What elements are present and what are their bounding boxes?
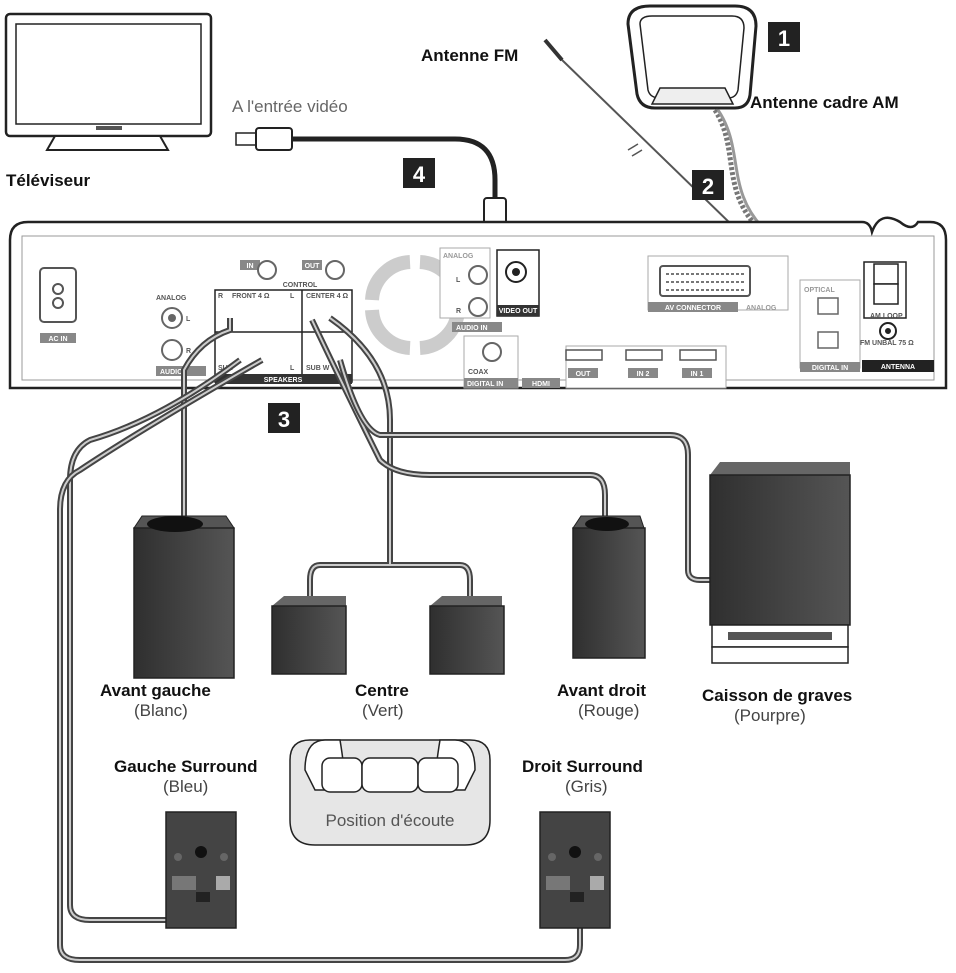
subwoofer-color: (Pourpre) <box>734 706 806 725</box>
center-color: (Vert) <box>362 701 404 720</box>
svg-text:L: L <box>186 316 191 323</box>
surround-right-speaker <box>539 811 611 929</box>
listening-position-label: Position d'écoute <box>326 811 455 830</box>
svg-text:COAX: COAX <box>468 369 489 376</box>
step-badge-1: 1 <box>768 22 800 52</box>
surround-right-color: (Gris) <box>565 777 607 796</box>
svg-text:R: R <box>218 293 223 300</box>
television <box>4 12 213 151</box>
svg-text:IN: IN <box>247 263 254 270</box>
subwoofer <box>709 462 851 664</box>
step-badge-2: 2 <box>692 170 724 200</box>
svg-text:CONTROL: CONTROL <box>283 282 318 289</box>
surround-left-label: Gauche Surround <box>114 757 258 776</box>
front-left-label: Avant gauche <box>100 681 211 700</box>
svg-text:FRONT 4 Ω: FRONT 4 Ω <box>232 293 270 300</box>
svg-text:IN 1: IN 1 <box>691 371 704 378</box>
svg-text:AV CONNECTOR: AV CONNECTOR <box>665 305 721 312</box>
front-left-color: (Blanc) <box>134 701 188 720</box>
svg-text:OPTICAL: OPTICAL <box>804 287 835 294</box>
front-right-color: (Rouge) <box>578 701 639 720</box>
svg-text:ANTENNA: ANTENNA <box>881 364 915 371</box>
svg-text:HDMI: HDMI <box>532 381 550 388</box>
svg-text:SUB W: SUB W <box>306 365 330 372</box>
svg-text:AM LOOP: AM LOOP <box>870 313 903 320</box>
front-left-speaker <box>133 515 235 679</box>
surround-left-color: (Bleu) <box>163 777 208 796</box>
svg-text:FM UNBAL 75 Ω: FM UNBAL 75 Ω <box>860 340 914 347</box>
surround-right-label: Droit Surround <box>522 757 643 776</box>
step-badge-3: 3 <box>268 403 300 433</box>
svg-text:AC IN: AC IN <box>48 336 67 343</box>
step-badge-4: 4 <box>403 158 435 188</box>
center-speaker-right <box>429 596 505 675</box>
svg-text:2: 2 <box>702 174 714 199</box>
svg-text:4: 4 <box>413 162 426 187</box>
svg-text:ANALOG: ANALOG <box>156 295 187 302</box>
svg-text:CENTER 4 Ω: CENTER 4 Ω <box>306 293 349 300</box>
listening-sofa <box>289 739 491 846</box>
front-right-speaker <box>572 515 646 659</box>
svg-text:3: 3 <box>278 407 290 432</box>
center-label: Centre <box>355 681 409 700</box>
subwoofer-label: Caisson de graves <box>702 686 852 705</box>
svg-text:AUDIO IN: AUDIO IN <box>456 325 488 332</box>
svg-text:IN 2: IN 2 <box>637 371 650 378</box>
speaker-cables <box>57 315 715 963</box>
svg-text:ANALOG: ANALOG <box>746 305 777 312</box>
svg-text:1: 1 <box>778 26 790 51</box>
front-right-label: Avant droit <box>557 681 646 700</box>
svg-text:ANALOG: ANALOG <box>443 253 474 260</box>
svg-text:OUT: OUT <box>576 371 592 378</box>
svg-text:DIGITAL IN: DIGITAL IN <box>467 381 503 388</box>
am-antenna-label: Antenne cadre AM <box>750 93 899 112</box>
svg-text:VIDEO OUT: VIDEO OUT <box>499 308 538 315</box>
svg-text:DIGITAL IN: DIGITAL IN <box>812 365 848 372</box>
svg-text:R: R <box>456 308 461 315</box>
svg-text:OUT: OUT <box>305 263 321 270</box>
svg-text:SPEAKERS: SPEAKERS <box>264 377 303 384</box>
svg-text:L: L <box>290 293 295 300</box>
fm-antenna-label: Antenne FM <box>421 46 518 65</box>
tv-label: Téléviseur <box>6 171 90 190</box>
surround-left-speaker <box>165 811 237 929</box>
video-input-label: A l'entrée vidéo <box>232 97 348 116</box>
svg-text:AUDIO I: AUDIO I <box>160 369 187 376</box>
receiver-rear-panel: AC IN ANALOG L R AUDIO I IN OUT CONTROL … <box>8 216 948 390</box>
center-speaker-left <box>271 596 347 675</box>
svg-text:L: L <box>290 365 295 372</box>
svg-text:L: L <box>456 277 461 284</box>
svg-text:R: R <box>186 348 191 355</box>
